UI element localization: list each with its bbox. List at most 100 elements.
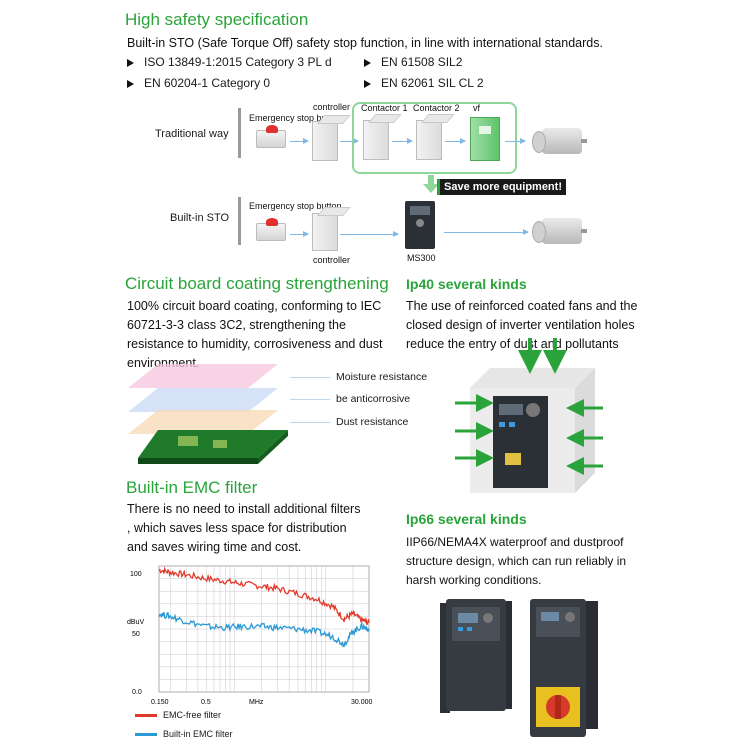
- ip40-line: The use of reinforced coated fans and th…: [406, 299, 638, 313]
- ip40-line: reduce the entry of dust and pollutants: [406, 337, 619, 351]
- drive-panel: [536, 607, 580, 637]
- bullet-icon: [127, 79, 134, 88]
- layer-label: Dust resistance: [336, 416, 409, 428]
- emc-line: , which saves less space for distributio…: [127, 521, 347, 535]
- inverter-display-icon: [499, 404, 523, 415]
- x-tick-label: 30.000: [351, 699, 373, 706]
- x-tick-label: 0.5: [201, 699, 211, 706]
- y-tick-label: 50: [132, 631, 140, 638]
- legend-item: Built-in EMC filter: [135, 729, 233, 739]
- x-tick-label: 0.150: [151, 699, 169, 706]
- drive-display-icon: [541, 612, 559, 621]
- controller-box: [312, 213, 338, 251]
- y-tick-label: 0.0: [132, 689, 142, 696]
- safety-title: High safety specification: [125, 10, 309, 29]
- standard-item: EN 60204-1 Category 0: [127, 76, 270, 90]
- controller-label: controller: [313, 255, 351, 265]
- x-tick-label: MHz: [249, 699, 264, 706]
- standard-text: EN 60204-1 Category 0: [144, 76, 271, 90]
- ip66-line: harsh working conditions.: [406, 573, 542, 587]
- contactor1-label: Contactor 1: [361, 103, 408, 113]
- vf-display-icon: [479, 126, 491, 134]
- legend-item: EMC-free filter: [135, 710, 221, 720]
- drive-display-icon: [410, 206, 430, 215]
- drive-side: [506, 601, 512, 709]
- traditional-label: Traditional way: [155, 128, 229, 140]
- chip-icon: [213, 440, 227, 448]
- layer-label: Moisture resistance: [336, 371, 428, 383]
- emc-chart: 100 dBuV 50 0.0 0.150 0.5 MHz 30.000: [127, 565, 373, 706]
- drive-display-icon: [458, 613, 478, 623]
- chart-series: [158, 566, 370, 648]
- enclosure-top: [470, 368, 595, 388]
- flow-arrow: [505, 138, 526, 144]
- drive-key-icon: [467, 627, 472, 631]
- sto-divider: [238, 197, 241, 245]
- ms300-drive: [405, 201, 435, 249]
- sto-label: Built-in STO: [170, 212, 230, 224]
- down-arrow-icon: [423, 184, 439, 193]
- coating-layers-illustration: [128, 364, 288, 464]
- drive-knob-icon: [416, 219, 424, 227]
- save-equipment-banner: Save more equipment!: [437, 179, 566, 195]
- ip66-line: structure design, which can run reliably…: [406, 554, 627, 568]
- legend-swatch: [135, 714, 157, 718]
- standard-text: EN 62061 SIL CL 2: [381, 76, 484, 90]
- coating-line: 60721-3-3 class 3C2, strengthening the: [127, 318, 346, 332]
- equipment-highlight-frame: [352, 102, 517, 174]
- mounting-bracket: [440, 603, 450, 713]
- y-tick-label: 100: [130, 571, 142, 578]
- pointer-line: [290, 377, 330, 378]
- emergency-stop-label: Emergency stop button: [249, 201, 342, 211]
- flow-arrow: [392, 138, 413, 144]
- down-arrow-stem: [428, 175, 434, 185]
- stop-knob-icon: [266, 125, 278, 133]
- emc-line: There is no need to install additional f…: [127, 502, 361, 516]
- circuit-board-edge: [138, 458, 258, 464]
- inverter-key-icon: [499, 422, 505, 427]
- bullet-icon: [364, 58, 371, 67]
- legend-label: Built-in EMC filter: [163, 729, 233, 739]
- switch-handle-icon: [555, 695, 561, 719]
- motor-icon: [532, 128, 587, 154]
- moisture-layer: [128, 364, 278, 388]
- coating-title: Circuit board coating strengthening: [125, 274, 389, 293]
- coating-line: 100% circuit board coating, conforming t…: [127, 299, 382, 313]
- emc-title: Built-in EMC filter: [126, 478, 258, 497]
- drive-side: [586, 601, 598, 729]
- layer-label: be anticorrosive: [336, 393, 411, 405]
- pointer-line: [290, 399, 330, 400]
- motor-icon: [532, 218, 587, 244]
- flow-arrow: [445, 138, 466, 144]
- anticorrosive-layer: [128, 388, 278, 412]
- bullet-icon: [127, 58, 134, 67]
- flow-arrow: [290, 231, 309, 237]
- contactor2-box: [416, 120, 442, 160]
- safety-intro: Built-in STO (Safe Torque Off) safety st…: [127, 36, 603, 50]
- vf-label: vf: [473, 103, 481, 113]
- standard-text: ISO 13849-1:2015 Category 3 PL d: [144, 55, 332, 69]
- emergency-stop-label: Emergency stop button: [249, 113, 342, 123]
- drive-knob-icon: [565, 612, 575, 622]
- ip66-drives-illustration: [440, 599, 598, 737]
- dust-layer: [128, 410, 278, 434]
- flow-arrow: [290, 138, 309, 144]
- ms300-label: MS300: [407, 253, 436, 263]
- emc-line: and saves wiring time and cost.: [127, 540, 302, 554]
- series-line-emc-free: [158, 566, 370, 626]
- ip66-title: Ip66 several kinds: [406, 511, 527, 527]
- standard-item: EN 61508 SIL2: [364, 55, 462, 69]
- legend-label: EMC-free filter: [163, 710, 222, 720]
- traditional-divider: [238, 108, 241, 158]
- controller-label: controller: [313, 102, 351, 112]
- enclosure-side: [575, 368, 595, 493]
- drive-knob-icon: [483, 613, 493, 623]
- y-tick-label: dBuV: [127, 619, 144, 626]
- stop-knob-icon: [266, 218, 278, 226]
- ip40-line: closed design of inverter ventilation ho…: [406, 318, 635, 332]
- ip40-illustration: [455, 338, 603, 493]
- contactor1-box: [363, 120, 389, 160]
- standard-item: EN 62061 SIL CL 2: [364, 76, 484, 90]
- chip-icon: [178, 436, 198, 446]
- inverter-knob-icon: [526, 403, 540, 417]
